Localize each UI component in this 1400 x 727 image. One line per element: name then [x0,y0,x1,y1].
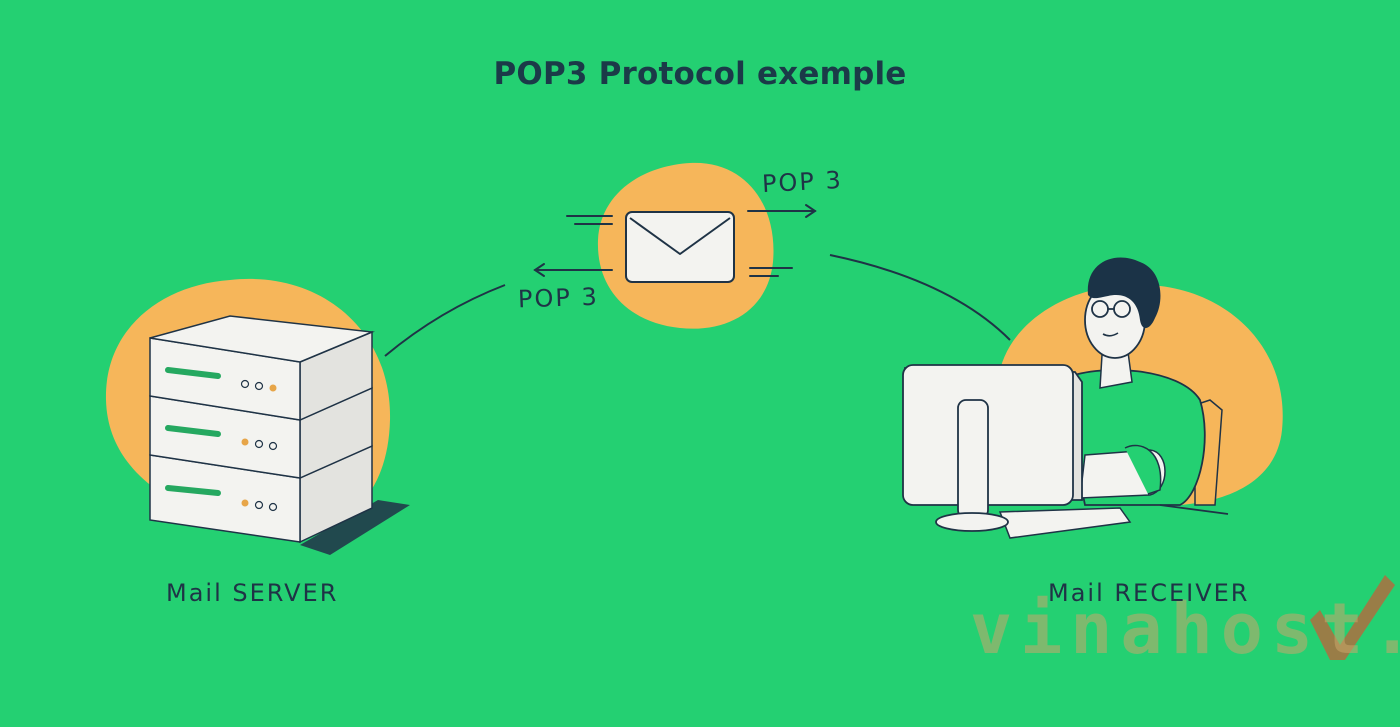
person-icon [998,257,1229,539]
watermark-check-icon [1310,575,1395,660]
server-unit [149,386,373,480]
diagram-title: POP3 Protocol exemple [493,56,907,92]
send-arrow-icon [747,204,817,218]
watermark-logo: vinahost. [970,588,1400,670]
receiver-connector-line [829,254,1011,341]
monitor-icon [902,364,1083,532]
send-protocol-label: POP 3 [761,165,844,199]
server-label: Mail SERVER [166,579,339,607]
receive-arrow-icon [533,263,613,277]
receiver-label: Mail RECEIVER [1048,579,1250,607]
envelope-icon [625,211,735,283]
server-stack-icon [149,315,410,555]
server-unit [149,315,375,422]
speed-lines-icon [566,215,793,277]
receive-protocol-label: POP 3 [517,282,600,314]
server-connector-line [384,284,506,357]
